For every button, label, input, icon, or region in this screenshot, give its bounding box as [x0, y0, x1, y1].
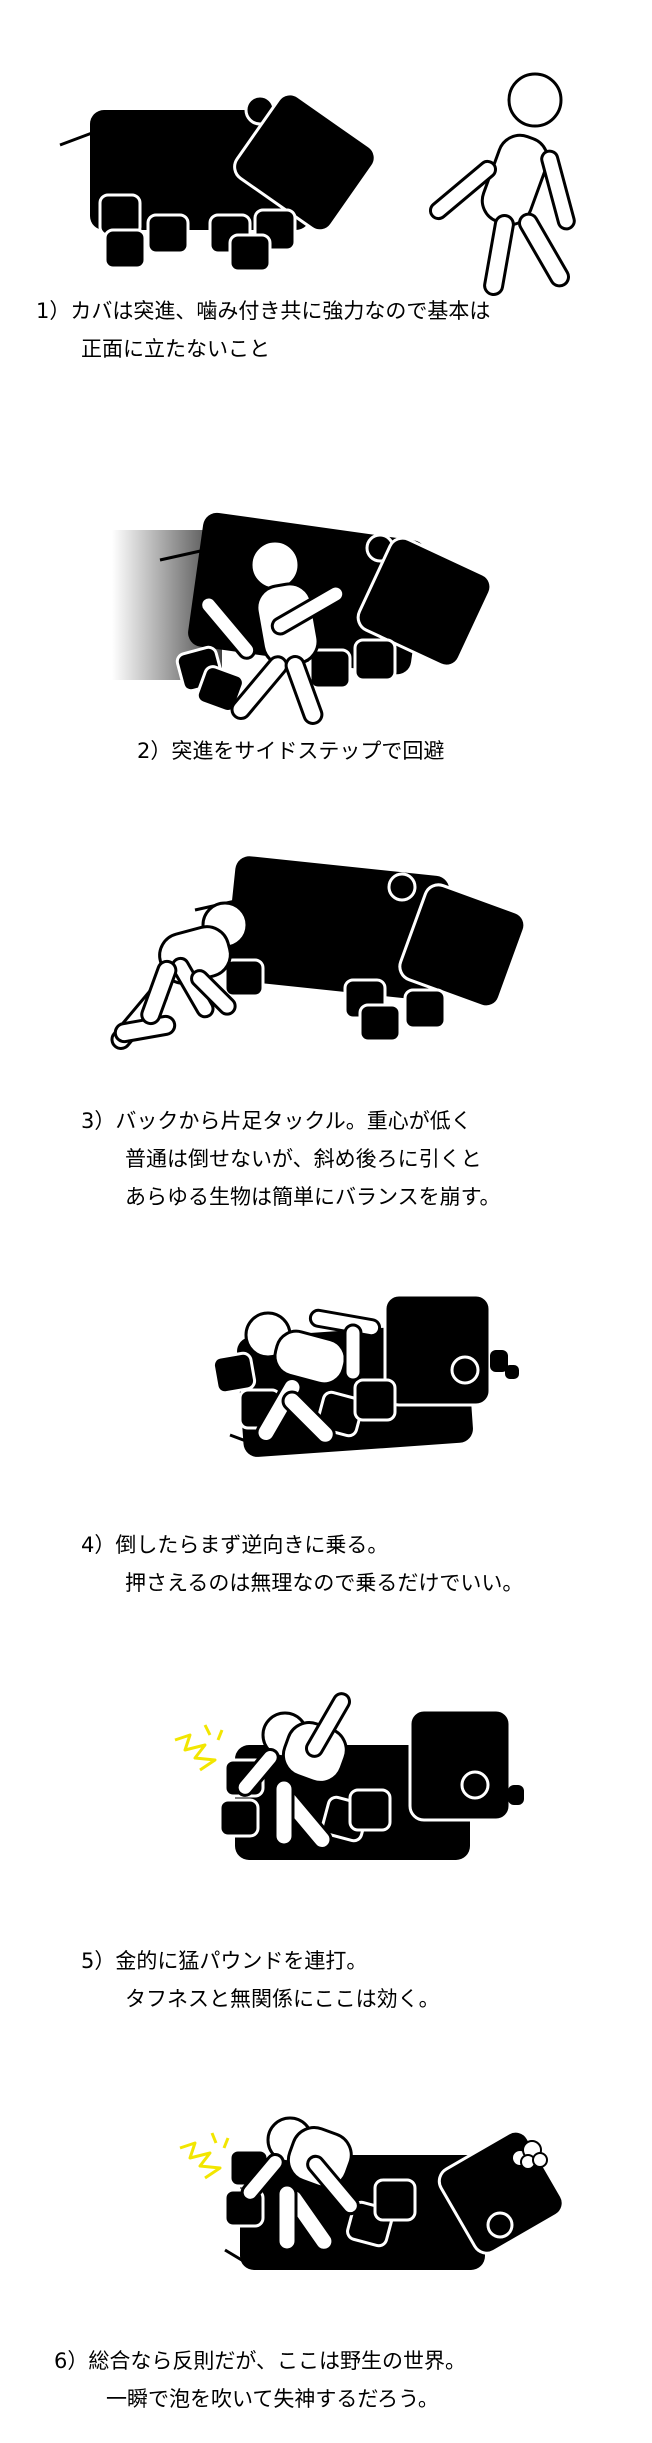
panel-1: 1）カバは突進、噛み付き共に強力なので基本は 正面に立たないこと [0, 0, 652, 380]
step-4-caption: 4）倒したらまず逆向きに乗る。 押さえるのは無理なので乗るだけでいい。 [81, 1526, 523, 1602]
caption-line: 2）突進をサイドステップで回避 [137, 739, 445, 763]
illustration-2-sidestep [112, 512, 493, 725]
step-6-caption: 6）総合なら反則だが、ここは野生の世界。 一瞬で泡を吹いて失神するだろう。 [54, 2342, 466, 2418]
step-5-caption: 5）金的に猛パウンドを連打。 タフネスと無関係にここは効く。 [81, 1942, 440, 2018]
stick-man-figure [428, 72, 576, 297]
illustration-4-mount [211, 1293, 519, 1457]
hippo-figure [59, 92, 377, 273]
stick-man-figure [235, 1692, 351, 1850]
step-3-caption: 3）バックから片足タックル。重心が低く 普通は倒せないが、斜め後ろに引くと あら… [81, 1102, 500, 1216]
caption-line: 一瞬で泡を吹いて失神するだろう。 [106, 2387, 439, 2411]
caption-line: 1）カバは突進、噛み付き共に強力なので基本は [36, 299, 491, 323]
stick-man-figure [199, 539, 346, 725]
step-2-caption: 2）突進をサイドステップで回避 [137, 732, 444, 770]
foam-bubbles-icon [511, 2140, 548, 2170]
caption-line: 普通は倒せないが、斜め後ろに引くと [125, 1147, 482, 1171]
caption-line: 4）倒したらまず逆向きに乗る。 [81, 1533, 389, 1557]
step-1-caption: 1）カバは突進、噛み付き共に強力なので基本は 正面に立たないこと [36, 292, 490, 368]
caption-line: 押さえるのは無理なので乗るだけでいい。 [125, 1571, 524, 1595]
panel-4: 4）倒したらまず逆向きに乗る。 押さえるのは無理なので乗るだけでいい。 [0, 1280, 652, 1610]
panel-6: 6）総合なら反則だが、ここは野生の世界。 一瞬で泡を吹いて失神するだろう。 [0, 2050, 652, 2443]
caption-line: あらゆる生物は簡単にバランスを崩す。 [125, 1185, 501, 1209]
stick-man-figure [240, 2116, 360, 2252]
panel-2: 2）突進をサイドステップで回避 [0, 500, 652, 770]
stick-man-figure [110, 901, 249, 1050]
illustration-5-ground-and-pound [174, 1692, 524, 1860]
caption-line: 正面に立たないこと [81, 337, 270, 361]
illustration-3-single-leg-takedown [110, 856, 527, 1050]
panel-3: 3）バックから片足タックル。重心が低く 普通は倒せないが、斜め後ろに引くと あら… [0, 830, 652, 1240]
caption-line: 3）バックから片足タックル。重心が低く [81, 1109, 472, 1133]
caption-line: タフネスと無関係にここは効く。 [125, 1987, 440, 2011]
stick-man-figure [244, 1308, 382, 1445]
caption-line: 5）金的に猛パウンドを連打。 [81, 1949, 368, 1973]
hippo-figure [194, 856, 527, 1043]
impact-burst-icon [174, 1724, 224, 1772]
panel-5: 5）金的に猛パウンドを連打。 タフネスと無関係にここは効く。 [0, 1640, 652, 2011]
impact-burst-icon [179, 2132, 230, 2180]
illustration-6-knockout [179, 2116, 565, 2270]
illustration-1-hippo-and-man [59, 72, 576, 297]
caption-line: 6）総合なら反則だが、ここは野生の世界。 [54, 2349, 466, 2373]
